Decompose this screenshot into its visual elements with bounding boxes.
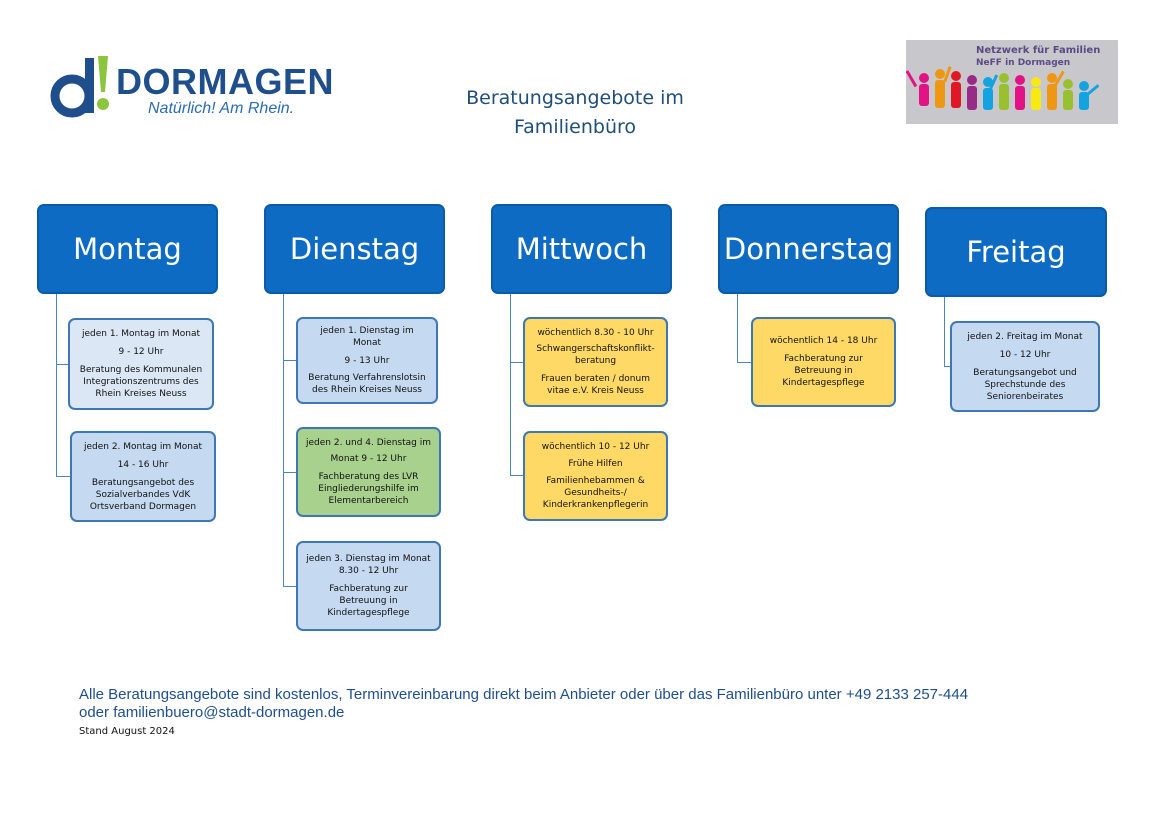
day-header-freitag: Freitag (925, 207, 1107, 297)
card-schedule: jeden 3. Dienstag im Monat (306, 554, 431, 564)
card-description: Beratung des Kommunalen Integrationszent… (79, 365, 203, 399)
connector-line (283, 586, 296, 587)
footer-line1: Alle Beratungsangebote sind kostenlos, T… (79, 686, 969, 703)
network-title: Netzwerk für Familien (976, 45, 1101, 56)
footer-note: Alle Beratungsangebote sind kostenlos, T… (79, 686, 1079, 722)
day-header-donnerstag: Donnerstag (718, 204, 899, 294)
connector-line (510, 475, 523, 476)
stand-date: Stand August 2024 (79, 726, 175, 737)
page-title: Beratungsangebote im Familienbüro (425, 84, 725, 142)
card-schedule: jeden 1. Montag im Monat (81, 329, 201, 339)
card-montag-2: jeden 2. Montag im Monat 14 - 16 Uhr Ber… (70, 431, 216, 522)
card-mittwoch-2: wöchentlich 10 - 12 Uhr Frühe Hilfen Fam… (523, 431, 668, 521)
card-description: Fachberatung zur Betreuung in Kindertage… (782, 354, 865, 388)
logo-tagline: Natürlich! Am Rhein. (148, 100, 295, 117)
connector-line (737, 362, 751, 363)
card-montag-1: jeden 1. Montag im Monat 9 - 12 Uhr Bera… (68, 318, 214, 410)
card-mittwoch-1: wöchentlich 8.30 - 10 Uhr Schwangerschaf… (523, 317, 668, 407)
card-dienstag-3: jeden 3. Dienstag im Monat 8.30 - 12 Uhr… (296, 541, 441, 631)
card-schedule: jeden 2. Montag im Monat (83, 441, 203, 452)
card-time: 14 - 16 Uhr (117, 459, 169, 470)
card-schedule: wöchentlich 8.30 - 10 Uhr (537, 328, 654, 338)
network-subtitle: NeFF in Dormagen (976, 58, 1071, 68)
card-schedule: jeden 2. und 4. Dienstag im (306, 438, 431, 448)
connector-line (944, 297, 945, 367)
card-description: Familienhebammen & Gesundheits-/ Kinderk… (542, 476, 649, 510)
children-silhouettes-icon (906, 66, 1100, 110)
card-description: Beratungsangebot des Sozialverbandes VdK… (89, 477, 197, 512)
card-title: Frühe Hilfen (568, 459, 623, 469)
dormagen-logo: DORMAGEN Natürlich! Am Rhein. (48, 52, 334, 122)
card-schedule: wöchentlich 14 - 18 Uhr (769, 336, 878, 346)
card-time: Monat 9 - 12 Uhr (330, 454, 407, 464)
page-title-line2: Familienbüro (513, 116, 637, 138)
connector-line (56, 364, 68, 365)
connector-line (56, 476, 70, 477)
card-schedule: jeden 2. Freitag im Monat (967, 331, 1083, 342)
card-description: Frauen beraten / donum vitae e.V. Kreis … (541, 374, 650, 396)
card-description: Beratung Verfahrenslotsin des Rhein Krei… (308, 373, 426, 395)
card-time: 8.30 - 12 Uhr (338, 566, 399, 576)
connector-line (56, 294, 57, 477)
connector-line (283, 360, 296, 361)
card-dienstag-2: jeden 2. und 4. Dienstag im Monat 9 - 12… (296, 427, 441, 517)
card-schedule: wöchentlich 10 - 12 Uhr (541, 442, 650, 452)
connector-line (510, 362, 523, 363)
connector-line (737, 294, 738, 362)
logo-name: DORMAGEN (116, 61, 334, 102)
card-dienstag-1: jeden 1. Dienstag im Monat 9 - 13 Uhr Be… (296, 317, 438, 404)
dormagen-logo-mark-icon (50, 56, 109, 118)
page-title-line1: Beratungsangebote im (466, 87, 684, 109)
card-time: 10 - 12 Uhr (999, 349, 1051, 360)
card-time: 9 - 13 Uhr (344, 355, 390, 366)
network-image: Netzwerk für Familien NeFF in Dormagen (906, 40, 1118, 124)
day-header-montag: Montag (37, 204, 218, 294)
card-title: Schwangerschaftskonflikt-beratung (536, 344, 655, 366)
card-schedule: jeden 1. Dienstag im Monat (320, 326, 414, 348)
card-description: Fachberatung zur Betreuung in Kindertage… (327, 584, 410, 618)
connector-line (510, 294, 511, 476)
connector-line (944, 366, 950, 367)
footer-line2: oder familienbuero@stadt-dormagen.de (79, 704, 345, 721)
connector-line (283, 294, 284, 587)
day-header-dienstag: Dienstag (264, 204, 445, 294)
card-freitag-1: jeden 2. Freitag im Monat 10 - 12 Uhr Be… (950, 321, 1100, 412)
card-time: 9 - 12 Uhr (118, 347, 164, 357)
card-description: Beratungsangebot und Sprechstunde des Se… (973, 367, 1077, 402)
card-donnerstag-1: wöchentlich 14 - 18 Uhr Fachberatung zur… (751, 317, 896, 407)
day-header-mittwoch: Mittwoch (491, 204, 672, 294)
connector-line (283, 472, 296, 473)
card-description: Fachberatung des LVR Eingliederungshilfe… (318, 472, 419, 506)
